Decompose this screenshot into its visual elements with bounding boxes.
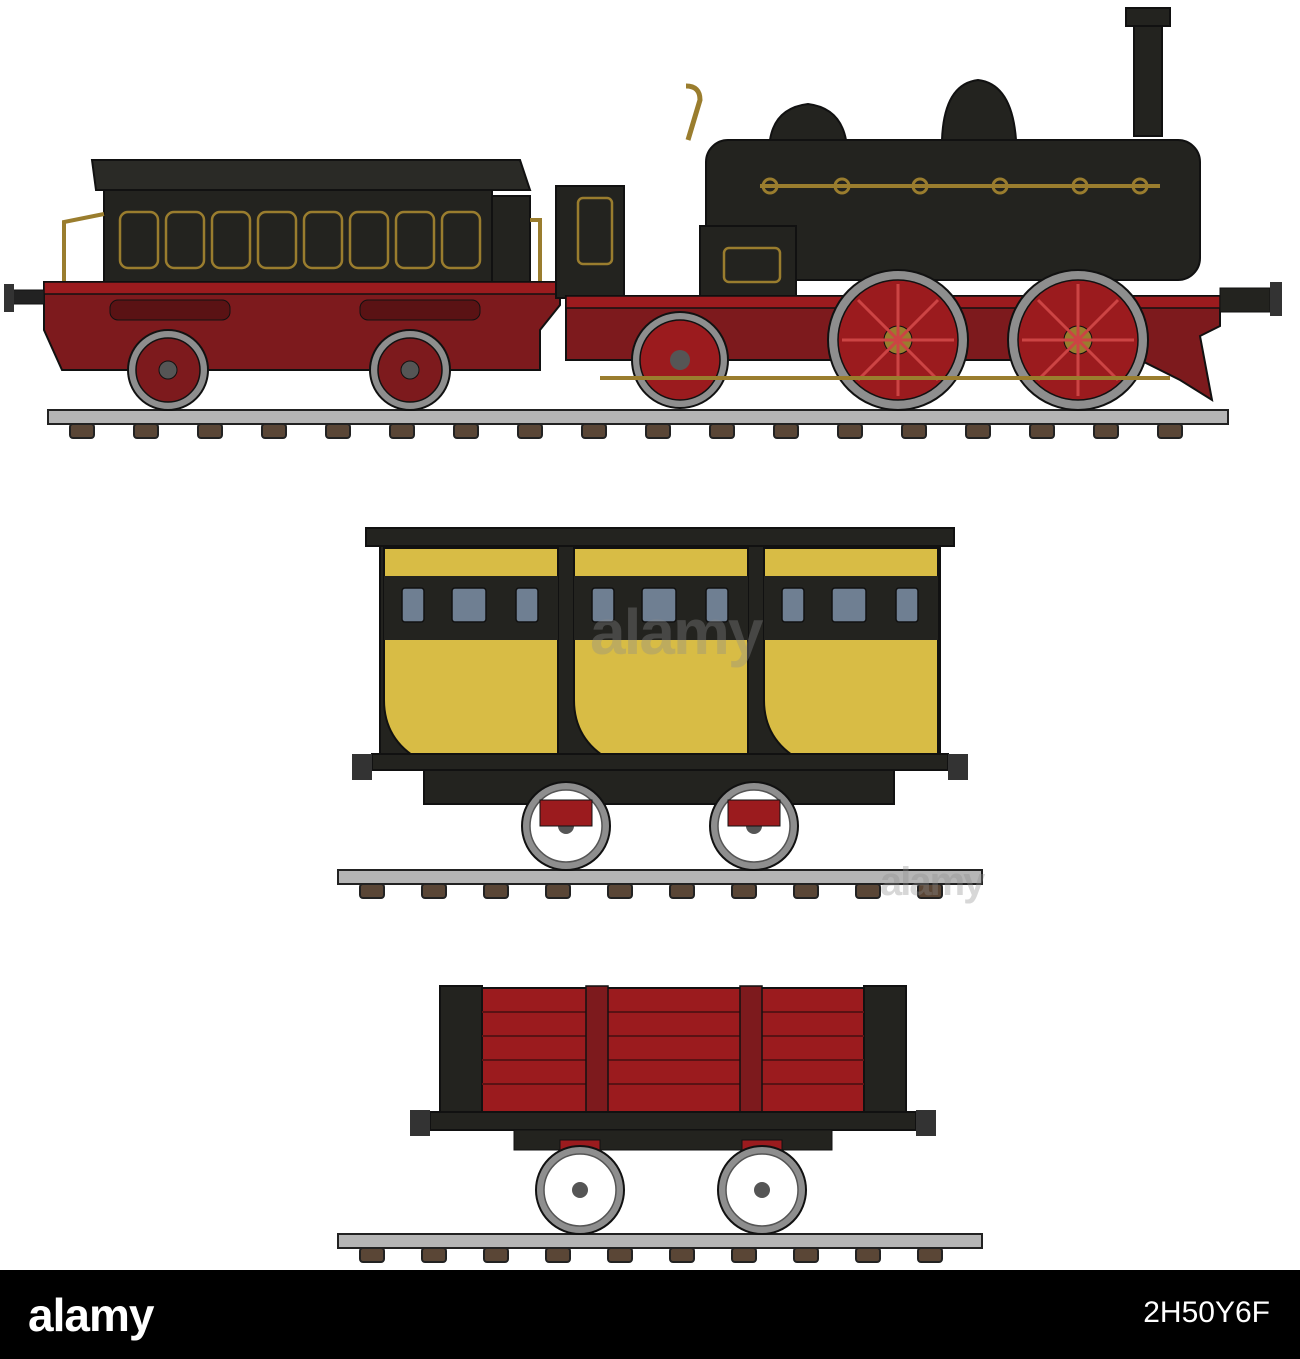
track-top bbox=[47, 409, 1229, 439]
freight-wagon bbox=[410, 985, 936, 1235]
tender bbox=[4, 159, 561, 411]
track-bottom bbox=[337, 1233, 983, 1263]
image-id: 2H50Y6F bbox=[1143, 1296, 1270, 1329]
brand-logo[interactable]: alamy bbox=[28, 1289, 154, 1341]
watermark-center: alamy bbox=[590, 596, 763, 668]
passenger-coach bbox=[352, 527, 968, 871]
train-illustration bbox=[4, 7, 1282, 1263]
footer-bar: alamy 2H50Y6F bbox=[0, 1270, 1300, 1359]
track-middle bbox=[337, 869, 983, 899]
steam-locomotive bbox=[555, 7, 1282, 411]
watermark-right: alamy bbox=[880, 860, 985, 904]
